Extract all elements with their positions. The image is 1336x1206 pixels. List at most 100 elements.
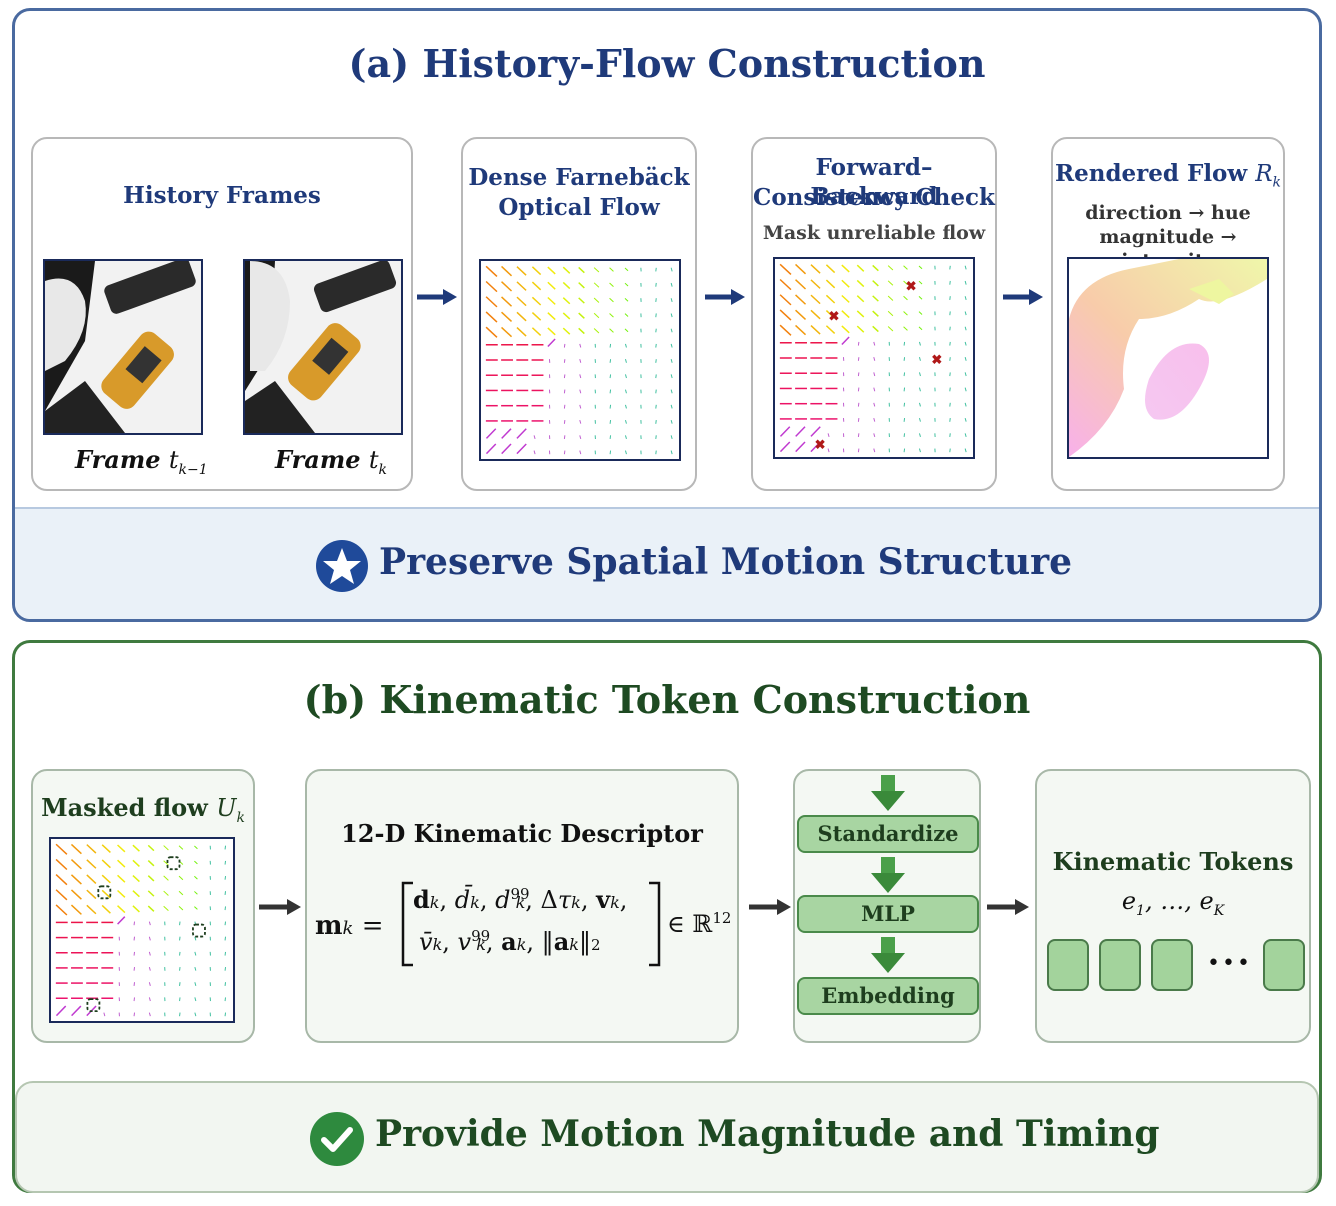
flow-vector: [163, 890, 169, 896]
flow-vector: [825, 325, 836, 335]
flow-vector: [178, 906, 184, 911]
flow-vector: [670, 389, 673, 394]
flow-vector: [531, 266, 542, 276]
flow-vector: [562, 312, 571, 320]
flow-vector: [533, 450, 536, 455]
mask-x-icon: ✖: [828, 309, 839, 324]
masked-region-marker: [192, 923, 206, 938]
flow-vector: [779, 263, 792, 275]
flow-vector: [810, 325, 821, 335]
flow-vector: [516, 281, 527, 291]
flow-vector: [148, 997, 151, 1002]
arrow-right-icon: [749, 899, 791, 915]
flow-vector: [609, 267, 614, 272]
kinematic-tokens-card: Kinematic Tokens e1, …, eK •••: [1035, 769, 1311, 1043]
flow-vector: [795, 263, 807, 275]
flow-vector: [117, 889, 126, 898]
flow-vector: [516, 311, 527, 322]
flow-vector: [55, 843, 68, 855]
section-history-flow: (a) History-Flow Construction History Fr…: [12, 8, 1322, 622]
flow-vector: [194, 906, 198, 910]
flow-vector: [670, 282, 673, 287]
dense-flow-card: Dense Farnebäck Optical Flow: [461, 137, 697, 491]
descriptor-card: 12-D Kinematic Descriptor mk = dk, d̄k, …: [305, 769, 739, 1043]
masked-flow-card: Masked flow Uk: [31, 769, 255, 1043]
flow-vector: [670, 343, 673, 348]
flow-vector: [827, 448, 830, 453]
flow-vector: [70, 874, 82, 885]
flow-vector: [579, 374, 582, 379]
flow-vector: [516, 428, 527, 439]
flow-vector: [825, 294, 836, 304]
flow-vector: [593, 297, 600, 303]
flow-vector: [533, 435, 536, 440]
flow-vector: [918, 311, 923, 315]
flow-vector: [873, 433, 876, 438]
flow-vector: [55, 889, 68, 901]
flow-vector: [194, 997, 197, 1002]
flow-vector: [163, 845, 169, 851]
flow-vector: [964, 402, 967, 407]
flow-vector: [516, 327, 527, 337]
flow-vector: [779, 278, 792, 291]
flow-vector: [485, 326, 498, 338]
flow-vector: [670, 313, 673, 318]
flow-vector: [810, 441, 821, 453]
flow-vector: [485, 311, 498, 323]
descriptor-title: 12-D Kinematic Descriptor: [341, 819, 703, 848]
flow-vector: [624, 450, 627, 455]
flow-vector: [825, 264, 836, 274]
flow-vector: [547, 281, 556, 290]
flow-vector: [547, 266, 556, 275]
flow-vector: [547, 327, 556, 336]
flow-vector: [132, 905, 140, 913]
arrow-right-icon: [1003, 289, 1043, 305]
flow-vector: [624, 282, 629, 287]
arrow-down-icon: [871, 775, 905, 811]
flow-vector: [873, 357, 876, 361]
frame-prev-image: [43, 259, 203, 435]
flow-vector: [103, 1012, 106, 1017]
flow-vector: [609, 328, 614, 333]
flow-vector: [55, 874, 68, 886]
dense-flow-field: [479, 259, 681, 461]
embedding-pipeline-card: Standardize MLP Embedding: [793, 769, 981, 1043]
flow-vector: [86, 859, 97, 869]
flow-vector: [841, 279, 850, 288]
flow-vector: [516, 266, 527, 276]
flow-vector: [964, 311, 967, 316]
flow-vector: [873, 341, 876, 346]
flow-vector: [86, 889, 97, 900]
embedding-step: Embedding: [797, 977, 979, 1015]
flow-vector: [148, 982, 151, 986]
flow-vector: [562, 297, 571, 305]
flow-vector: [887, 326, 894, 332]
flow-vector: [516, 443, 527, 455]
flow-vector: [148, 936, 151, 941]
flow-vector: [624, 419, 627, 424]
flow-vector: [117, 905, 126, 914]
flow-vector: [86, 844, 97, 854]
flow-vector: [194, 875, 198, 880]
flow-vector: [194, 936, 197, 941]
masked-flow-title: Masked flow Uk: [41, 793, 245, 826]
flow-vector: [918, 280, 923, 285]
flow-vector: [779, 426, 791, 437]
flow-vector: [964, 341, 967, 346]
masked-region-marker: [97, 885, 112, 900]
flow-vector: [670, 298, 673, 302]
flow-vector: [887, 265, 894, 271]
rendered-line1: direction → hue: [1085, 202, 1251, 224]
flow-vector: [501, 428, 512, 439]
flow-vector: [841, 294, 850, 303]
flow-vector: [501, 443, 512, 455]
flow-vector: [810, 264, 821, 274]
token-3: [1151, 939, 1193, 991]
flow-vector: [903, 280, 908, 286]
flow-vector: [101, 904, 111, 914]
flow-vector: [593, 328, 600, 334]
flow-vector: [562, 266, 571, 274]
mask-x-icon: ✖: [906, 280, 917, 295]
flow-vector: [55, 1005, 67, 1017]
flow-vector: [148, 921, 151, 926]
